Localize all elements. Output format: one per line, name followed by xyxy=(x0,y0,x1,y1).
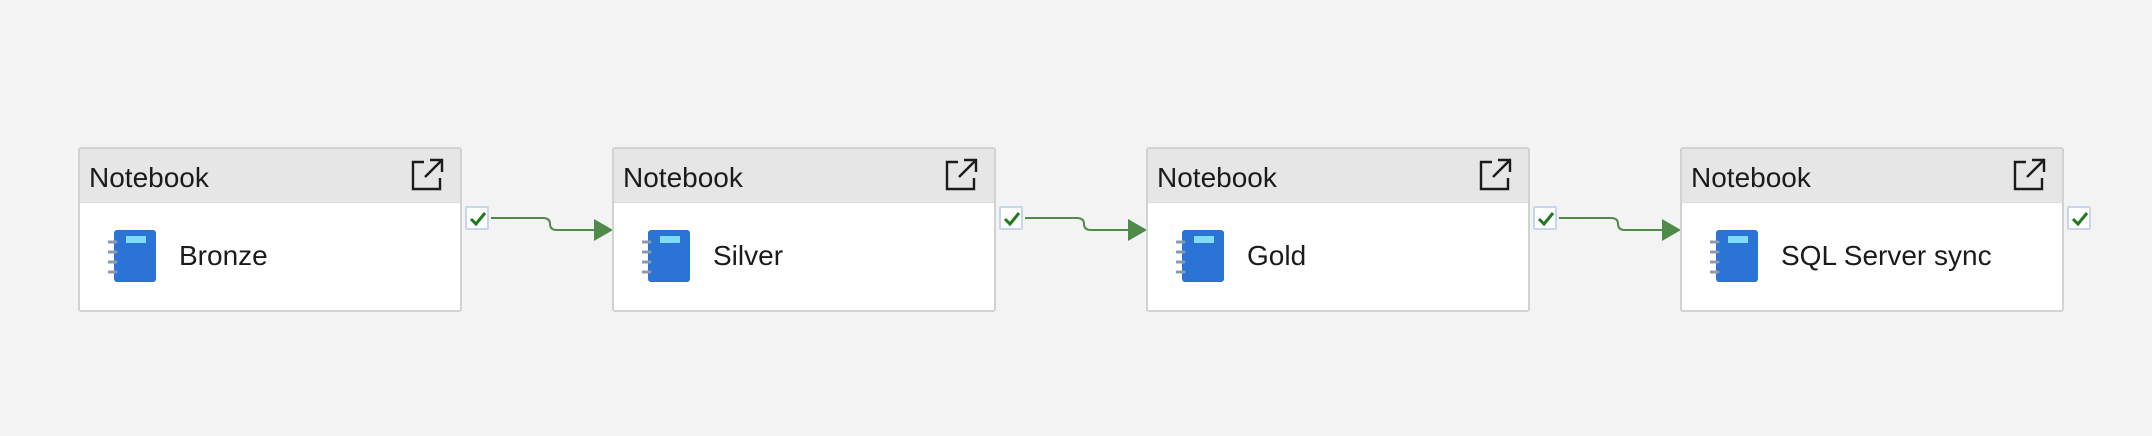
connector-bronze-silver[interactable] xyxy=(491,217,596,231)
connector-silver-gold[interactable] xyxy=(1025,217,1130,231)
open-external-icon[interactable] xyxy=(408,156,446,194)
activity-sql-server-sync[interactable]: Notebook SQL Server sync xyxy=(1680,147,2064,312)
checkmark-icon xyxy=(1537,212,1555,227)
arrowhead-silver xyxy=(594,219,613,241)
open-external-icon[interactable] xyxy=(2010,156,2048,194)
activity-bronze[interactable]: Notebook Bronze xyxy=(78,147,462,312)
activity-body: Gold xyxy=(1148,203,1528,311)
checkmark-icon xyxy=(469,212,487,227)
activity-name[interactable]: Gold xyxy=(1247,240,1307,271)
activity-header: Notebook xyxy=(1148,149,1528,203)
activity-type-label: Notebook xyxy=(1157,162,1277,193)
connector-gold-sql[interactable] xyxy=(1559,217,1664,231)
success-port-sql-server-sync[interactable] xyxy=(2067,206,2091,230)
activity-body: Bronze xyxy=(80,203,460,311)
activity-header: Notebook xyxy=(1682,149,2062,203)
activity-gold[interactable]: Notebook Gold xyxy=(1146,147,1530,312)
success-port-silver[interactable] xyxy=(999,206,1023,230)
checkmark-icon xyxy=(1003,212,1021,227)
activity-name[interactable]: Bronze xyxy=(179,240,268,271)
activity-body: Silver xyxy=(614,203,994,311)
open-external-icon[interactable] xyxy=(942,156,980,194)
arrowhead-gold xyxy=(1128,219,1147,241)
activity-name[interactable]: SQL Server sync xyxy=(1781,240,1992,271)
checkmark-icon xyxy=(2071,212,2089,227)
activity-header: Notebook xyxy=(80,149,460,203)
success-port-gold[interactable] xyxy=(1533,206,1557,230)
activity-header: Notebook xyxy=(614,149,994,203)
activity-silver[interactable]: Notebook Silver xyxy=(612,147,996,312)
notebook-icon xyxy=(1710,230,1758,282)
activity-name[interactable]: Silver xyxy=(713,240,784,271)
arrowhead-sql xyxy=(1662,219,1681,241)
activity-body: SQL Server sync xyxy=(1682,203,2062,311)
success-port-bronze[interactable] xyxy=(465,206,489,230)
notebook-icon xyxy=(642,230,690,282)
activity-type-label: Notebook xyxy=(1691,162,1811,193)
activity-type-label: Notebook xyxy=(623,162,743,193)
notebook-icon xyxy=(1176,230,1224,282)
open-external-icon[interactable] xyxy=(1476,156,1514,194)
notebook-icon xyxy=(108,230,156,282)
activity-type-label: Notebook xyxy=(89,162,209,193)
